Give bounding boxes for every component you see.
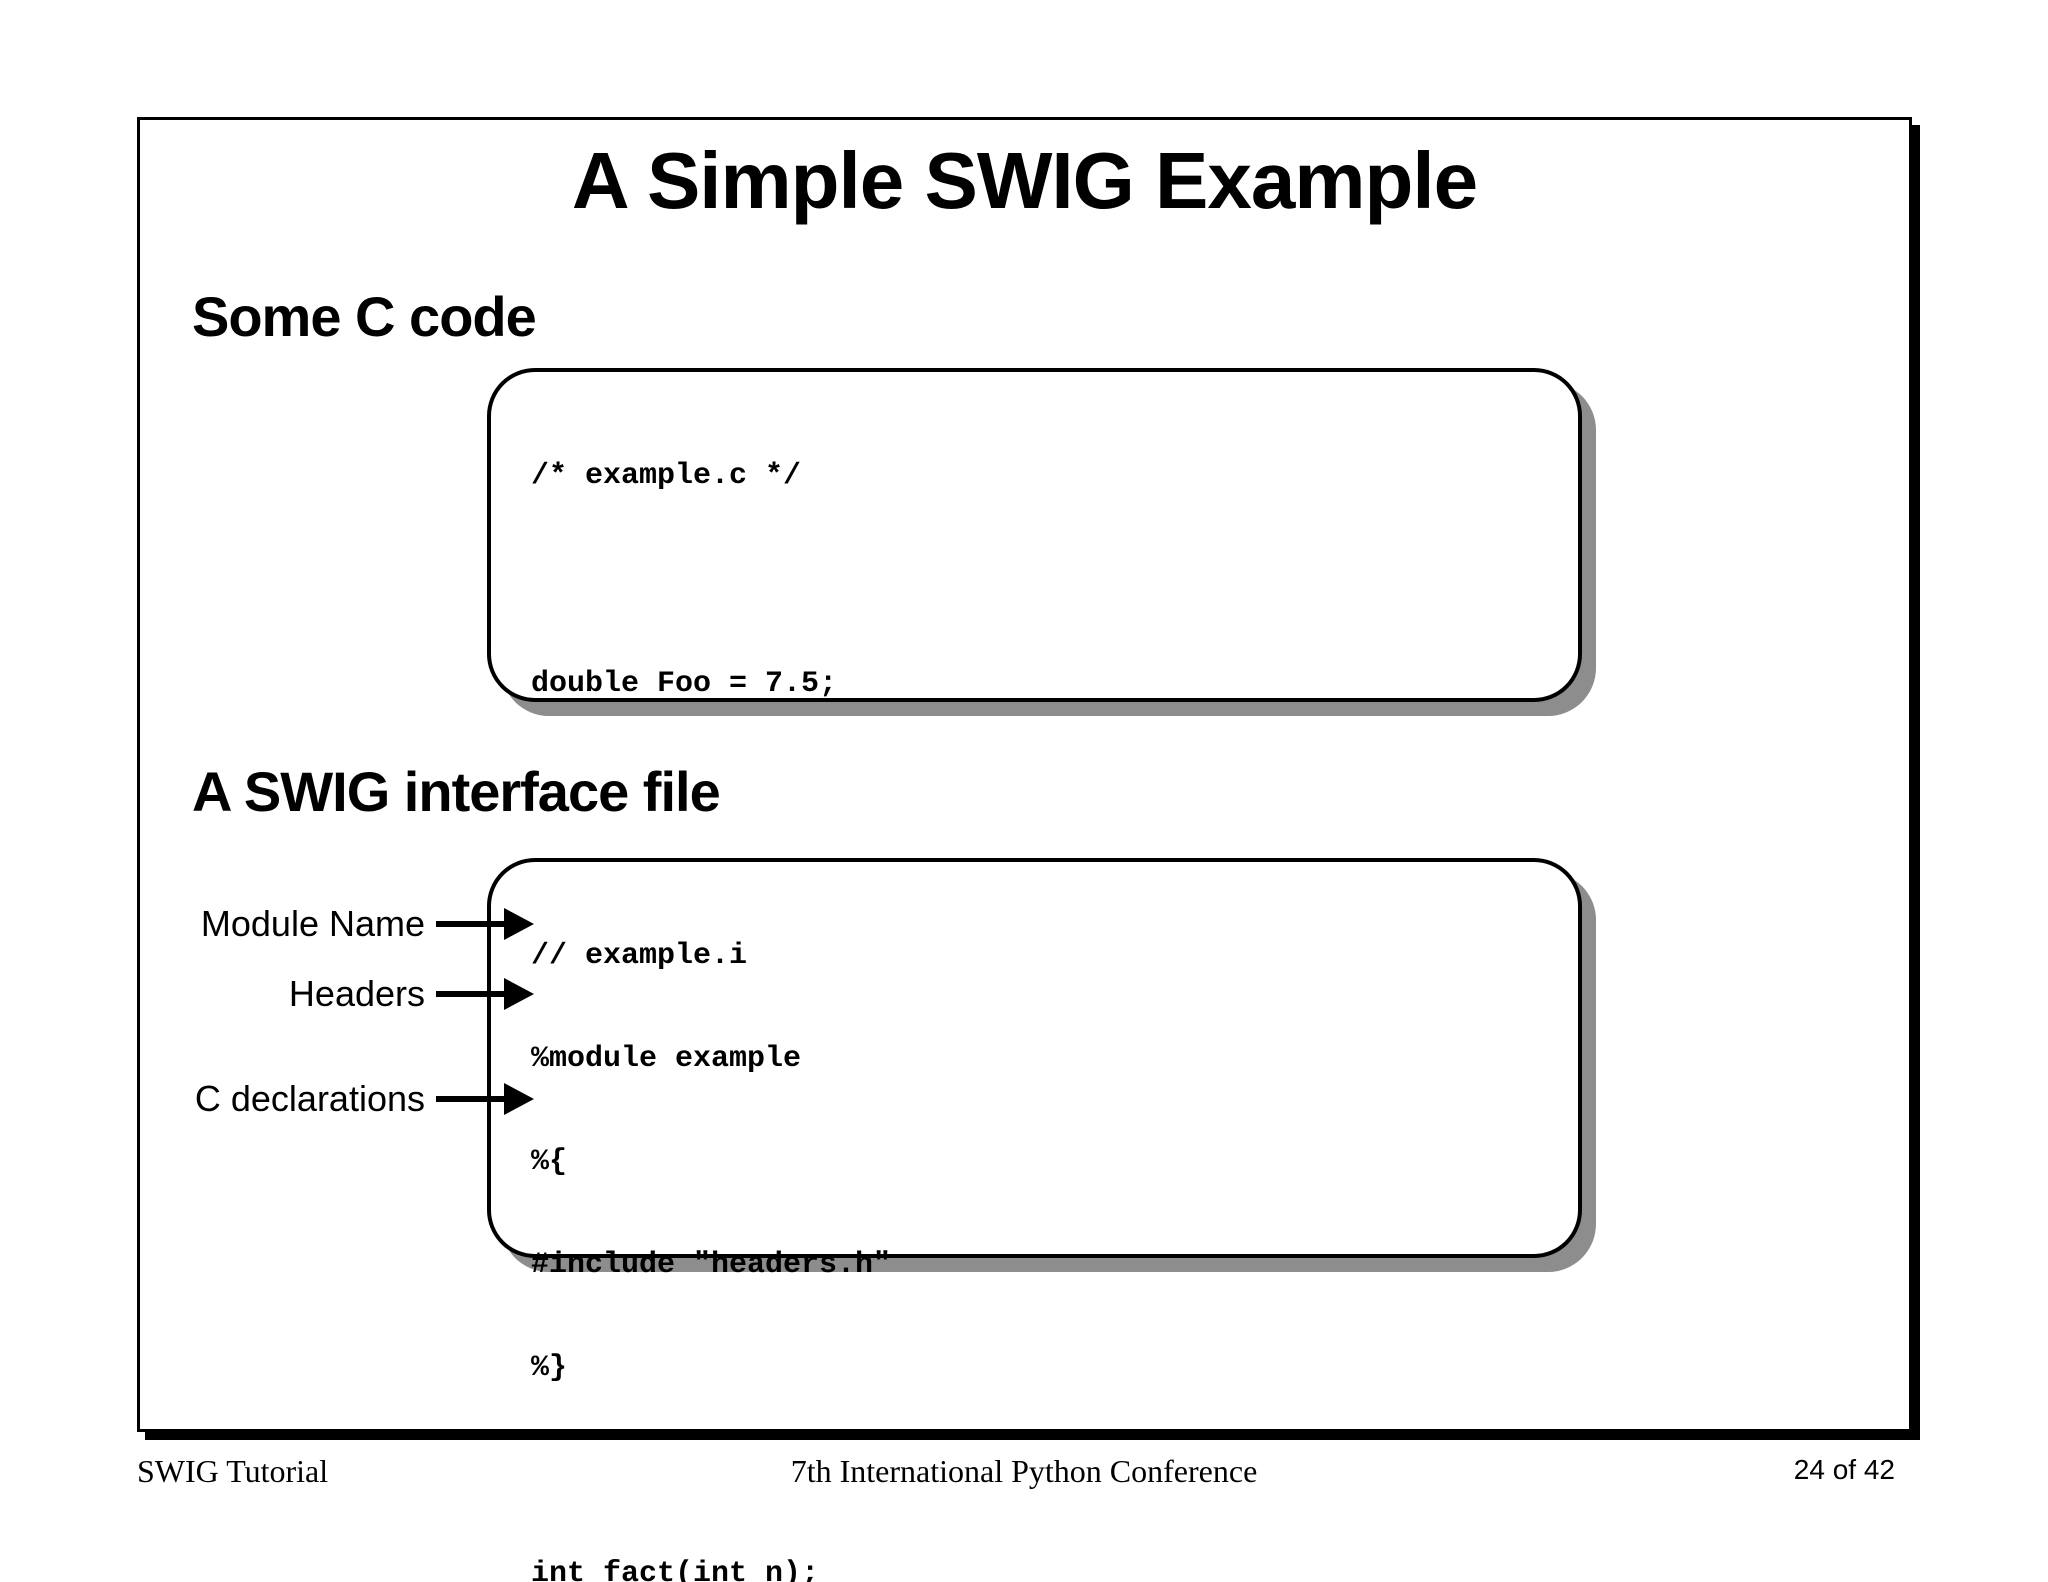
swig-interface-code-box: // example.i %module example %{ #include… <box>487 858 1582 1582</box>
arrow-head <box>504 978 534 1010</box>
section-heading-c-code: Some C code <box>192 285 537 348</box>
arrow-head <box>504 1083 534 1115</box>
code-line: /* example.c */ <box>531 459 802 493</box>
c-declarations-arrow-icon <box>436 1083 534 1115</box>
arrow-head <box>504 908 534 940</box>
code-line <box>531 562 1558 598</box>
arrow-line <box>436 1096 508 1102</box>
footer-page-number: 24 of 42 <box>1793 1454 1895 1485</box>
section-heading-interface-file: A SWIG interface file <box>192 760 721 823</box>
code-line: %} <box>531 1351 568 1385</box>
arrow-line <box>436 921 508 927</box>
annotation-label-headers: Headers <box>288 973 425 1014</box>
module-name-arrow-icon <box>436 908 534 940</box>
slide-title: A Simple SWIG Example <box>571 136 1478 225</box>
annotation-label-c-declarations: C declarations <box>194 1078 425 1119</box>
c-code-box: /* example.c */ double Foo = 7.5; int fa… <box>487 368 1582 1221</box>
code-line: // example.i <box>531 939 748 973</box>
footer-tutorial-title: SWIG Tutorial <box>137 1453 329 1489</box>
footer-conference-name: 7th International Python Conference <box>790 1453 1258 1489</box>
code-line: %{ <box>531 1145 568 1179</box>
code-line: double Foo = 7.5; <box>531 667 838 701</box>
headers-arrow-icon <box>436 978 534 1010</box>
arrow-line <box>436 991 508 997</box>
annotation-label-module-name: Module Name <box>200 903 425 944</box>
code-line: int fact(int n); <box>531 1557 820 1582</box>
code-line: %module example <box>531 1042 802 1076</box>
code-line: #include "headers.h" <box>531 1248 892 1282</box>
